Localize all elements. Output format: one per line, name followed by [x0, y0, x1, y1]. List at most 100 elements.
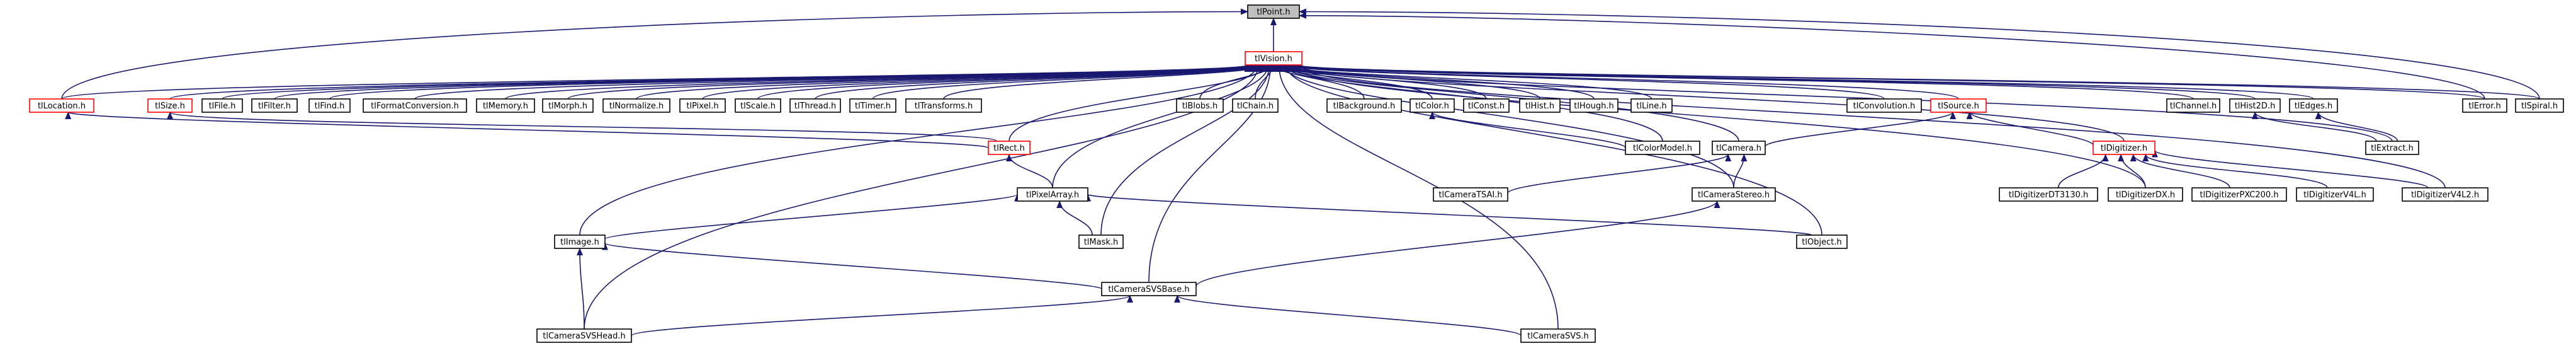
- file-nodes: tlPoint.h tlVision.h tlLocation.h tlSize.h t…: [29, 4, 2564, 343]
- node-tlMorph[interactable]: tlMorph.h: [542, 98, 594, 113]
- node-box: [1409, 98, 1455, 113]
- node-label: tlChain.h: [1237, 101, 1274, 111]
- node-tlCameraStereo[interactable]: tlCameraStereo.h: [1692, 187, 1776, 202]
- node-tlPixelArray[interactable]: tlPixelArray.h: [1017, 187, 1088, 202]
- node-label: tlFormatConversion.h: [371, 101, 459, 111]
- node-label: tlDigitizerDT3130.h: [2009, 190, 2088, 200]
- node-box: [905, 98, 982, 113]
- node-tlHough[interactable]: tlHough.h: [1569, 98, 1618, 113]
- node-box: [2515, 98, 2564, 113]
- node-tlHist2D[interactable]: tlHist2D.h: [2229, 98, 2281, 113]
- node-tlScale[interactable]: tlScale.h: [735, 98, 781, 113]
- node-tlLocation[interactable]: tlLocation.h: [29, 98, 94, 113]
- node-box: [988, 141, 1031, 155]
- node-label: tlBackground.h: [1333, 101, 1396, 111]
- node-tlCameraSVS[interactable]: tlCameraSVS.h: [1520, 328, 1596, 343]
- edge-tlExtract-to-tlEdges: [2315, 112, 2398, 142]
- node-box: [542, 98, 594, 113]
- node-box: [29, 98, 94, 113]
- node-label: tlHough.h: [1574, 101, 1614, 111]
- node-tlTransforms[interactable]: tlTransforms.h: [905, 98, 982, 113]
- node-tlDigitizerV4L[interactable]: tlDigitizerV4L.h: [2296, 187, 2374, 202]
- node-box: [308, 98, 351, 113]
- node-label: tlFind.h: [315, 101, 345, 111]
- edge-tlCameraSVS-to-tlCameraSVSBase: [1174, 295, 1522, 337]
- node-tlFilter[interactable]: tlFilter.h: [251, 98, 298, 113]
- node-box: [1692, 187, 1776, 202]
- node-label: tlFilter.h: [258, 101, 291, 111]
- node-label: tlPixel.h: [686, 101, 718, 111]
- node-tlConvolution[interactable]: tlConvolution.h: [1846, 98, 1922, 113]
- node-label: tlThread.h: [794, 101, 837, 111]
- node-tlMemory[interactable]: tlMemory.h: [476, 98, 535, 113]
- node-tlFormatConversion[interactable]: tlFormatConversion.h: [363, 98, 467, 113]
- node-tlSize[interactable]: tlSize.h: [147, 98, 193, 113]
- node-label: tlSpiral.h: [2521, 101, 2558, 111]
- node-tlVision[interactable]: tlVision.h: [1245, 51, 1302, 66]
- edge-tlDigitizerDT3130-to-tlDigitizer: [2057, 154, 2109, 188]
- edge-tlPixelArray-to-tlVision: [1052, 64, 1272, 188]
- node-tlCameraTSAI[interactable]: tlCameraTSAI.h: [1433, 187, 1508, 202]
- node-tlError[interactable]: tlError.h: [2462, 98, 2507, 113]
- edge-tlCameraSVSBase-to-tlVision: [1148, 64, 1274, 283]
- node-tlCameraSVSHead[interactable]: tlCameraSVSHead.h: [536, 328, 632, 343]
- node-tlDigitizerDT3130[interactable]: tlDigitizerDT3130.h: [1999, 187, 2098, 202]
- node-tlColor[interactable]: tlColor.h: [1409, 98, 1455, 113]
- node-tlPoint[interactable]: tlPoint.h: [1247, 4, 1300, 19]
- edge-tlSource-to-tlVision: [1285, 64, 1959, 100]
- node-tlExtract[interactable]: tlExtract.h: [2365, 141, 2419, 155]
- node-tlEdges[interactable]: tlEdges.h: [2289, 98, 2338, 113]
- edge-tlError-to-tlPoint: [1299, 12, 2485, 100]
- node-box: [1101, 282, 1197, 296]
- node-label: tlDigitizerV4L2.h: [2411, 190, 2479, 200]
- node-tlFile[interactable]: tlFile.h: [201, 98, 243, 113]
- node-label: tlPixelArray.h: [1026, 190, 1079, 200]
- node-label: tlCamera.h: [1716, 144, 1761, 153]
- node-label: tlDigitizerDX.h: [2116, 190, 2175, 200]
- edge-tlSpiral-to-tlPoint: [1299, 8, 2540, 100]
- node-label: tlDigitizerPXC200.h: [2200, 190, 2278, 200]
- node-tlNormalize[interactable]: tlNormalize.h: [602, 98, 670, 113]
- node-tlDigitizerPXC200[interactable]: tlDigitizerPXC200.h: [2191, 187, 2287, 202]
- node-tlLine[interactable]: tlLine.h: [1630, 98, 1673, 113]
- node-tlChain[interactable]: tlChain.h: [1232, 98, 1279, 113]
- node-box: [1930, 98, 1987, 113]
- edge-tlDigitizerV4L-to-tlDigitizer: [2142, 154, 2328, 188]
- node-tlCamera[interactable]: tlCamera.h: [1712, 141, 1766, 155]
- node-tlImage[interactable]: tlImage.h: [554, 234, 606, 249]
- node-tlPixel[interactable]: tlPixel.h: [679, 98, 726, 113]
- node-tlChannel[interactable]: tlChannel.h: [2166, 98, 2220, 113]
- node-tlBackground[interactable]: tlBackground.h: [1326, 98, 1402, 113]
- node-tlFind[interactable]: tlFind.h: [308, 98, 351, 113]
- node-tlBlobs[interactable]: tlBlobs.h: [1176, 98, 1224, 113]
- node-tlRect[interactable]: tlRect.h: [988, 141, 1031, 155]
- node-tlDigitizerDX[interactable]: tlDigitizerDX.h: [2108, 187, 2183, 202]
- node-label: tlColor.h: [1415, 101, 1449, 111]
- node-tlSpiral[interactable]: tlSpiral.h: [2515, 98, 2564, 113]
- node-label: tlHist2D.h: [2235, 101, 2276, 111]
- node-box: [476, 98, 535, 113]
- node-label: tlDigitizerV4L.h: [2303, 190, 2366, 200]
- node-tlObject[interactable]: tlObject.h: [1796, 234, 1848, 249]
- node-label: tlBlobs.h: [1182, 101, 1218, 111]
- node-box: [2296, 187, 2374, 202]
- edge-tlFilter-to-tlVision: [274, 64, 1254, 100]
- node-tlDigitizerV4L2[interactable]: tlDigitizerV4L2.h: [2402, 187, 2488, 202]
- node-tlCameraSVSBase[interactable]: tlCameraSVSBase.h: [1101, 282, 1197, 296]
- node-tlMask[interactable]: tlMask.h: [1078, 234, 1124, 249]
- node-tlThread[interactable]: tlThread.h: [789, 98, 841, 113]
- node-tlDigitizer[interactable]: tlDigitizer.h: [2093, 141, 2155, 155]
- node-box: [2229, 98, 2281, 113]
- node-label: tlObject.h: [1802, 238, 1841, 247]
- node-box: [1796, 234, 1848, 249]
- edge-tlObject-to-tlVision: [1283, 64, 1822, 236]
- edge-tlCameraSVSBase-to-tlImage: [602, 242, 1102, 290]
- node-tlColorModel[interactable]: tlColorModel.h: [1625, 141, 1700, 155]
- node-tlSource[interactable]: tlSource.h: [1930, 98, 1987, 113]
- node-tlHist[interactable]: tlHist.h: [1519, 98, 1561, 113]
- node-tlConst[interactable]: tlConst.h: [1463, 98, 1510, 113]
- node-tlTimer[interactable]: tlTimer.h: [849, 98, 896, 113]
- node-label: tlCameraSVSHead.h: [543, 332, 626, 341]
- node-box: [1712, 141, 1766, 155]
- edge-tlDigitizerDX-to-tlDigitizer: [2118, 154, 2146, 188]
